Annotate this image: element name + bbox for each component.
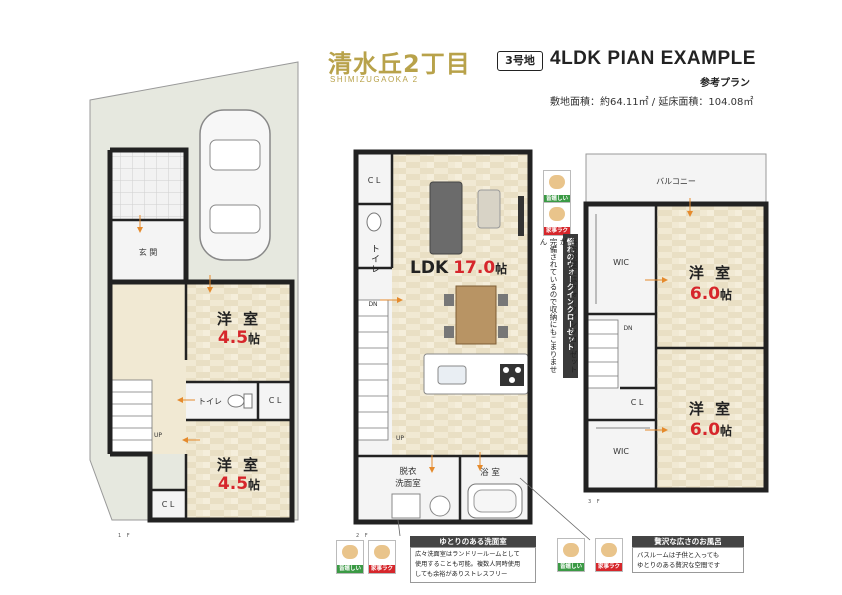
reference-plan-label: 参考プラン [700,78,750,89]
f2-toilet-label: トイレ [369,244,379,274]
f2-tag: 2 F [356,533,370,539]
washroom-label: 脱衣 洗面室 [395,467,421,489]
f1-tag: 1 F [118,533,132,539]
f1-stair-up: UP [153,432,162,439]
floor-1 [89,61,299,523]
f3-stair-dn: DN [623,325,633,332]
f1-room1-name: 洋 室 [216,310,262,328]
area-info: 敷地面積：約64.11㎡ / 延床面積：104.08㎡ [550,97,754,108]
f3-tag: 3 F [588,499,602,505]
badge-kajiraku-wic: 家事ラク [543,202,571,236]
f3-wic2-label: WIC [613,447,629,456]
wic-callout-title: 憧れのウォークインクローゼット [563,234,578,378]
bath-callout-title: 贅沢な広さのお風呂 [632,536,744,547]
bath-callout: 贅沢な広さのお風呂 バスルームは子供と入っても ゆとりのある贅沢な空間です [632,536,744,573]
floor-3 [583,153,769,493]
property-title: 清水丘2丁目 [328,50,471,78]
family-icon [549,175,565,189]
washroom-callout-title: ゆとりのある洗面室 [410,536,536,547]
f3-room1-size: 6.0帖 [689,284,733,304]
housework-icon [374,545,390,559]
property-title-en: SHIMIZUGAOKA 2 [330,75,419,84]
family-icon [563,543,579,557]
plan-title: 4LDK PIAN EXAMPLE [550,48,756,69]
family-icon [342,545,358,559]
f1-toilet-label: トイレ [198,397,222,406]
ldk-label: LDK 17.0帖 [410,258,508,278]
bath-callout-text: バスルームは子供と入っても ゆとりのある贅沢な空間です [632,547,744,573]
wic-callout-text: 各お部屋にはウォークインクローゼットが 完備されているので収納にもこまりません [539,238,578,373]
washroom-callout-text: 広々洗面室はランドリールームとして 使用することも可能。複数人同時使用 しても余… [410,547,536,583]
f1-room2-name: 洋 室 [216,456,262,474]
f1-closet1-label: C L [268,396,282,405]
f2-stair-dn: DN [368,301,378,308]
f3-room1-name: 洋 室 [688,264,734,282]
f2-closet-label: C L [367,176,381,185]
f3-room2-name: 洋 室 [688,400,734,418]
f1-closet2-label: C L [161,500,175,509]
f1-room2-size: 4.5帖 [217,474,261,494]
washroom-callout: ゆとりのある洗面室 広々洗面室はランドリールームとして 使用することも可能。複数… [410,536,536,583]
f2-stair-up: UP [395,435,404,442]
entrance-label: 玄 関 [138,248,158,257]
f3-room2-size: 6.0帖 [689,420,733,440]
housework-icon [549,207,565,221]
housework-icon [601,543,617,557]
bath-label: 浴 室 [480,468,500,478]
lot-badge: 3号地 [497,51,543,71]
balcony-label: バルコニー [656,177,696,186]
car-icon [199,109,271,261]
badge-ureshii-wic: 皆嬉しい [543,170,571,204]
f3-closet-label: C L [630,398,644,407]
floor-2 [353,149,533,525]
f3-wic1-label: WIC [613,258,629,267]
f1-room1-size: 4.5帖 [217,328,261,348]
